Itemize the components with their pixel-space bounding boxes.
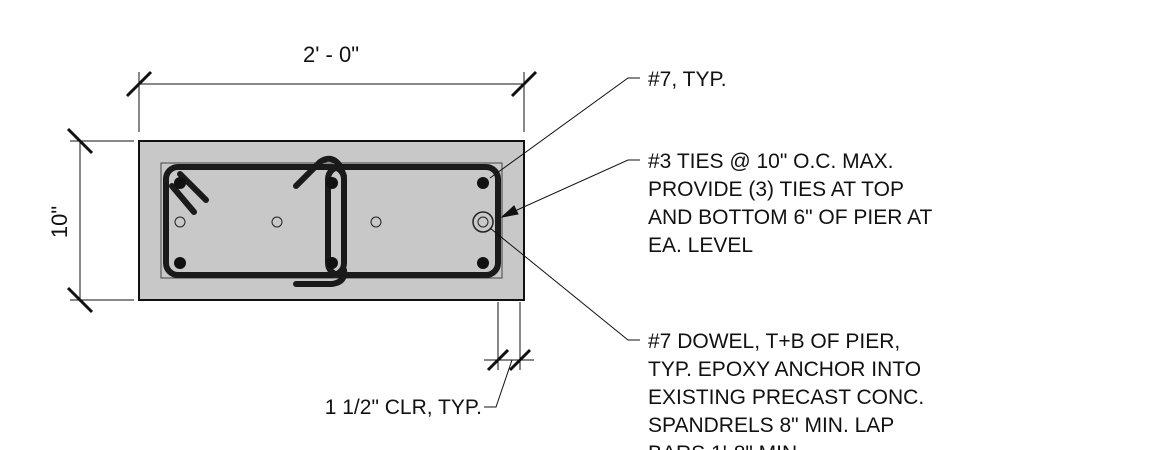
rebar-bar: [477, 177, 489, 189]
tie-hook-left-1: [177, 171, 209, 203]
tie-hook-left-2: [169, 183, 197, 215]
dowel-hole: [174, 216, 186, 228]
leader-ties-arrow: [500, 205, 519, 218]
rebar-bar: [326, 177, 338, 189]
leader-rebar: [489, 77, 640, 179]
clear-cover-label: 1 1/2" CLR, TYP.: [325, 396, 482, 419]
rebar-note: #7, TYP.: [648, 68, 727, 91]
width-dimension: [125, 70, 538, 132]
tie-hook-bottom: [293, 267, 348, 287]
leader-ties: [505, 159, 640, 216]
rebar-bar: [174, 257, 186, 269]
clear-cover-dimension: [484, 302, 534, 372]
dowel-hole: [477, 216, 489, 228]
ties-note-line: #3 TIES @ 10" O.C. MAX.: [648, 150, 893, 173]
dowel-hole: [370, 216, 382, 228]
dowel-note-line: EXISTING PRECAST CONC.: [648, 386, 924, 409]
dowel-note-line: BARS 1'-8" MIN.: [648, 442, 803, 450]
dowel-note-line: #7 DOWEL, T+B OF PIER,: [648, 330, 900, 353]
tie-right: [325, 164, 501, 278]
leaders: [484, 77, 640, 408]
rebar-note-line: #7, TYP.: [648, 68, 727, 91]
dowel-note-line: TYP. EPOXY ANCHOR INTO: [648, 358, 921, 381]
height-dimension-label: 10": [47, 206, 72, 238]
dowel-holes: [174, 211, 494, 233]
height-dimension: [66, 127, 134, 314]
width-dimension-label: 2' - 0": [303, 42, 359, 67]
dowel-note-line: SPANDRELS 8" MIN. LAP: [648, 414, 894, 437]
rebar-ties: [163, 155, 501, 287]
dowel-note: #7 DOWEL, T+B OF PIER, TYP. EPOXY ANCHOR…: [648, 330, 924, 450]
tie-hook-center: [293, 155, 347, 189]
rebar-bar: [174, 177, 186, 189]
tie-left: [163, 164, 347, 278]
longitudinal-bars: [174, 177, 489, 269]
dowel-ring: [472, 211, 494, 233]
leader-dowel: [489, 227, 640, 341]
rebar-bar: [326, 257, 338, 269]
leader-clear: [484, 359, 513, 408]
ties-note-line: AND BOTTOM 6" OF PIER AT: [648, 206, 933, 229]
rebar-bar: [477, 257, 489, 269]
ties-note-line: EA. LEVEL: [648, 234, 753, 257]
ties-note-line: PROVIDE (3) TIES AT TOP: [648, 178, 904, 201]
ties-note: #3 TIES @ 10" O.C. MAX. PROVIDE (3) TIES…: [648, 150, 933, 257]
dowel-hole: [271, 216, 283, 228]
